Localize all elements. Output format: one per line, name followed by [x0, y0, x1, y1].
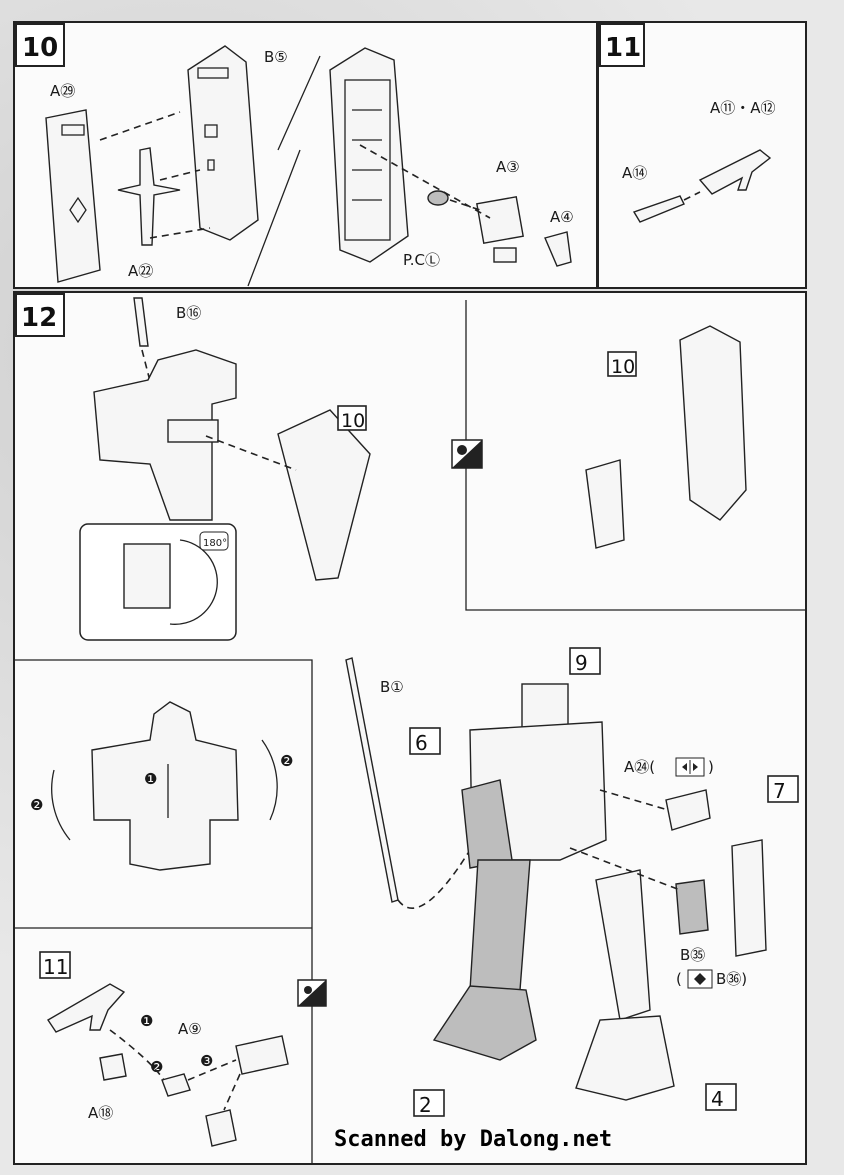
label-a22: A㉒: [128, 262, 153, 280]
rotation-step-2-right: ❷: [280, 752, 293, 770]
rotation-detail-inset: 180°: [79, 523, 237, 641]
step-10-number: 10: [15, 23, 65, 67]
left-right-symmetry-icon-2: [687, 969, 713, 989]
svg-text:6: 6: [415, 731, 428, 755]
label-a4: A④: [550, 208, 574, 226]
assembly-step-1: ❶: [140, 1012, 153, 1030]
shield-cross-part: [117, 147, 181, 246]
svg-text:7: 7: [773, 779, 786, 803]
ref-step-7-box: 7: [767, 775, 799, 803]
shield-back-plate-part: [187, 45, 259, 241]
gun-barrel-part: [632, 195, 685, 223]
hand-grip-part: [99, 1053, 127, 1081]
armor-part-a24: [665, 789, 711, 831]
svg-text:12: 12: [21, 303, 57, 333]
label-b36: B㊱): [716, 970, 747, 988]
assembly-step-2: ❷: [150, 1058, 163, 1076]
beam-gun-part: [698, 149, 772, 195]
shield-inner-assembly: [329, 47, 409, 263]
ref-step-4-box: 4: [705, 1083, 737, 1111]
gun-assembled-part: [47, 983, 126, 1033]
ref-step-10-box-2: 10: [607, 351, 637, 378]
grip-part-a3: [476, 196, 524, 263]
rotation-step-1: ❶: [144, 770, 157, 788]
label-b5: B⑤: [264, 48, 288, 66]
label-b35: B㉟: [680, 946, 705, 964]
antenna-part: [133, 297, 149, 347]
svg-text:10: 10: [611, 356, 635, 378]
arm-part-right: [731, 839, 767, 957]
label-b1: B①: [380, 678, 404, 696]
ref-step-6-box: 6: [409, 727, 441, 755]
shield-assembled-part: [277, 409, 371, 581]
scan-credit: Scanned by Dalong.net: [334, 1127, 612, 1152]
left-right-symmetry-icon: [675, 757, 705, 777]
shield-on-arm-part: [679, 325, 747, 521]
label-a24: A㉔(: [624, 758, 655, 776]
paint-icon-2: [297, 979, 327, 1007]
label-b16: B⑯: [176, 304, 201, 322]
label-b36-open: (: [676, 970, 682, 988]
label-a29: A㉙: [50, 82, 75, 100]
step-12-number: 12: [15, 293, 65, 337]
label-a11-a12: A⑪・A⑫: [710, 99, 776, 117]
label-a14: A⑭: [622, 164, 647, 182]
panel-step-10: [13, 21, 598, 289]
robot-main-figure: [432, 683, 675, 1101]
pin-part-a4: [544, 231, 572, 267]
assembly-step-3: ❸: [200, 1052, 213, 1070]
svg-text:9: 9: [575, 651, 588, 675]
hand-part-a9: [161, 1073, 191, 1097]
label-pcl: P.CⓁ: [403, 251, 440, 269]
label-a18: A⑱: [88, 1104, 113, 1122]
assembly-arrow: [99, 111, 181, 141]
ref-step-2-box: 2: [413, 1089, 445, 1117]
rotate-180-icon: 180°: [203, 538, 227, 549]
ref-step-10-box: 10: [337, 405, 367, 432]
wrist-part: [235, 1035, 289, 1075]
svg-text:10: 10: [22, 33, 58, 63]
ref-step-11-box: 11: [39, 951, 71, 979]
step-11-number: 11: [599, 23, 645, 67]
label-a24-close: ): [708, 758, 714, 776]
label-a9: A⑨: [178, 1020, 202, 1038]
rotation-step-2-left: ❷: [30, 796, 43, 814]
svg-text:11: 11: [43, 955, 68, 979]
svg-text:4: 4: [711, 1087, 724, 1111]
shield-front-part: [45, 109, 101, 283]
forearm-part: [585, 459, 625, 549]
polycap-part: [427, 190, 449, 206]
ref-step-9-box: 9: [569, 647, 601, 675]
svg-text:10: 10: [341, 410, 365, 432]
robot-torso-part: [93, 349, 237, 521]
hand-part-b35: [675, 879, 709, 935]
svg-text:2: 2: [419, 1093, 432, 1117]
svg-text:11: 11: [605, 33, 641, 63]
label-a3: A③: [496, 158, 520, 176]
robot-rotation-figure: [51, 701, 278, 871]
paint-icon: [451, 439, 483, 469]
fist-part: [205, 1109, 237, 1147]
